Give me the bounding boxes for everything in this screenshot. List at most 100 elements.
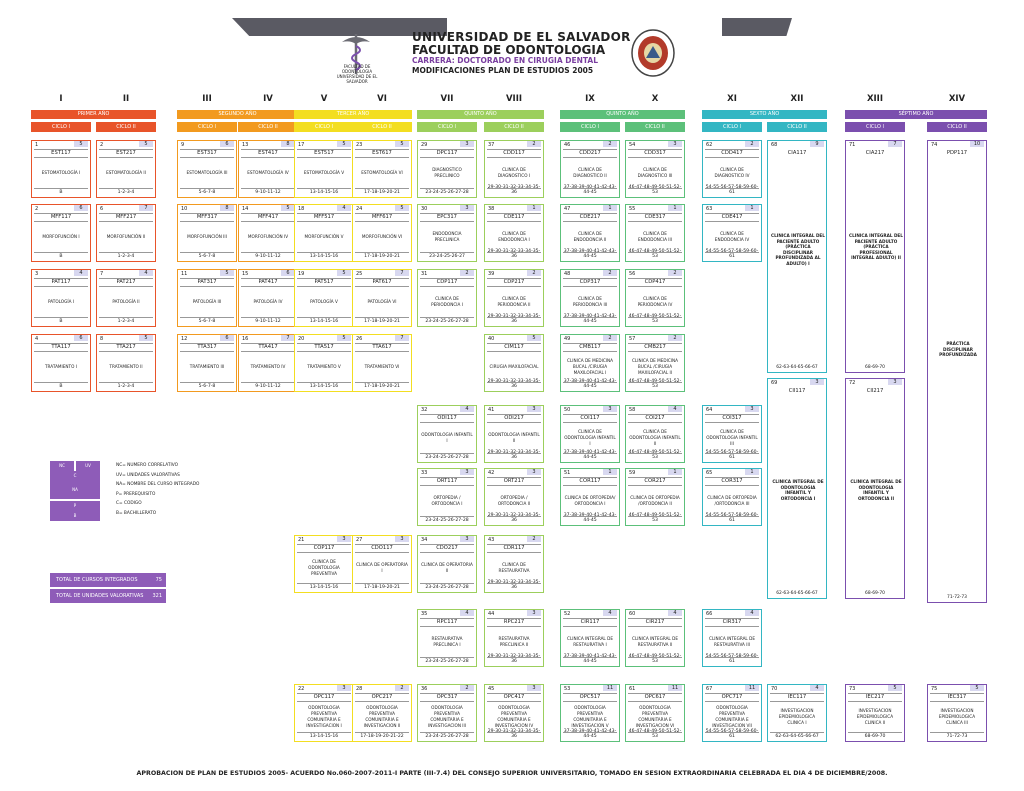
cycle-label: CICLO I <box>31 122 91 132</box>
course-code: CDP317 <box>579 279 601 285</box>
course-code: CIR317 <box>722 619 742 625</box>
course-prerequisites: 5-6-7-8 <box>198 319 216 324</box>
course-header <box>297 336 351 342</box>
course-name: CLINICA DE DIAGNOSTICO III <box>637 167 673 178</box>
divider <box>355 149 409 150</box>
course-number: 68 <box>771 142 778 148</box>
course-header <box>99 142 153 148</box>
course-header <box>705 611 759 617</box>
course-prerequisites: 17-18-19-20-21 <box>364 585 400 590</box>
divider <box>297 343 351 344</box>
course-header <box>563 336 617 342</box>
course-name: RESTAURATIVA PRECLINICA I <box>431 636 463 647</box>
course-units: 4 <box>460 406 474 412</box>
course-code: PAT417 <box>258 279 278 285</box>
course-prerequisites: 9-10-11-12 <box>255 190 281 195</box>
course-header <box>180 206 234 212</box>
course-number: 24 <box>356 206 363 212</box>
divider <box>180 213 234 214</box>
divider <box>355 732 409 733</box>
course-header <box>628 206 682 212</box>
divider <box>355 382 409 383</box>
divider <box>34 278 88 279</box>
course-number: 69 <box>771 380 778 386</box>
